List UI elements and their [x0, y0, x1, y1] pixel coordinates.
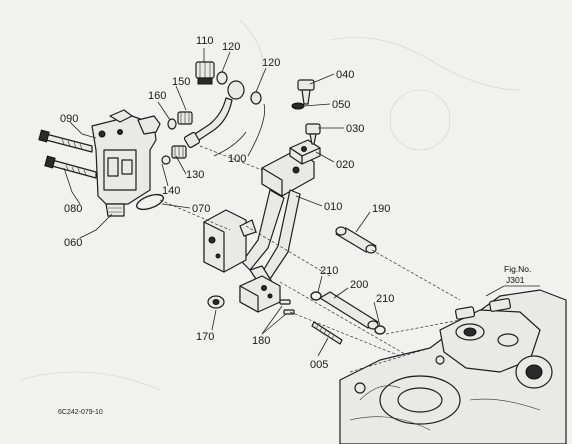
callout-010: 010: [324, 201, 342, 213]
bolt-090: [38, 129, 93, 153]
callout-080: 080: [64, 203, 82, 215]
stud-005: [311, 321, 343, 345]
hollow-bolt-110: [195, 61, 215, 85]
shaft-200: [319, 291, 379, 330]
callout-120a: 120: [222, 41, 240, 53]
adapter-block: [203, 209, 257, 273]
fitting-160: [167, 118, 177, 130]
callout-020: 020: [336, 159, 354, 171]
leader-lines: [63, 48, 381, 357]
pins-180: [279, 299, 295, 315]
callout-labels: 110 120 120 150 160 090 040 050 030 020 …: [60, 35, 394, 371]
fitting-150: [177, 111, 193, 125]
ring-210a: [310, 291, 322, 301]
callout-190: 190: [372, 203, 390, 215]
callout-180: 180: [252, 335, 270, 347]
fitting-130: [171, 145, 187, 159]
pipe-100: [183, 80, 245, 149]
callout-210b: 210: [376, 293, 394, 305]
lower-block: [239, 275, 281, 313]
pump-body: [91, 109, 161, 217]
callout-060: 060: [64, 237, 82, 249]
callout-140: 140: [162, 185, 180, 197]
fig-ref-leader: [485, 285, 505, 297]
bolt-030: [305, 123, 321, 145]
callout-030: 030: [346, 123, 364, 135]
callout-100: 100: [228, 153, 246, 165]
callout-130: 130: [186, 169, 204, 181]
bracket-010: [241, 149, 315, 289]
callout-005: 005: [310, 359, 328, 371]
pin-190: [335, 226, 377, 254]
gear-case-housing: [339, 289, 567, 444]
figure-ref-line2: J301: [506, 275, 525, 285]
callout-210a: 210: [320, 265, 338, 277]
callout-050: 050: [332, 99, 350, 111]
background-texture: [19, 19, 521, 391]
washer-120a: [216, 71, 228, 85]
o-ring-070: [135, 193, 165, 211]
nut-170: [207, 295, 225, 309]
washer-050: [291, 102, 305, 110]
ring-210b: [374, 325, 386, 335]
callout-170: 170: [196, 331, 214, 343]
callout-070: 070: [192, 203, 210, 215]
callout-160: 160: [148, 90, 166, 102]
callout-110: 110: [196, 35, 214, 47]
washer-120b: [250, 91, 262, 105]
callout-040: 040: [336, 69, 354, 81]
drawing-code: 6C242-079-10: [58, 409, 103, 416]
washer-140: [161, 155, 171, 165]
callout-120b: 120: [262, 57, 280, 69]
figure-ref-line1: Fig.No.: [504, 264, 531, 274]
bolt-040: [297, 79, 315, 105]
callout-200: 200: [350, 279, 368, 291]
bolt-080: [44, 155, 97, 179]
callout-090: 090: [60, 113, 78, 125]
callout-150: 150: [172, 76, 190, 88]
